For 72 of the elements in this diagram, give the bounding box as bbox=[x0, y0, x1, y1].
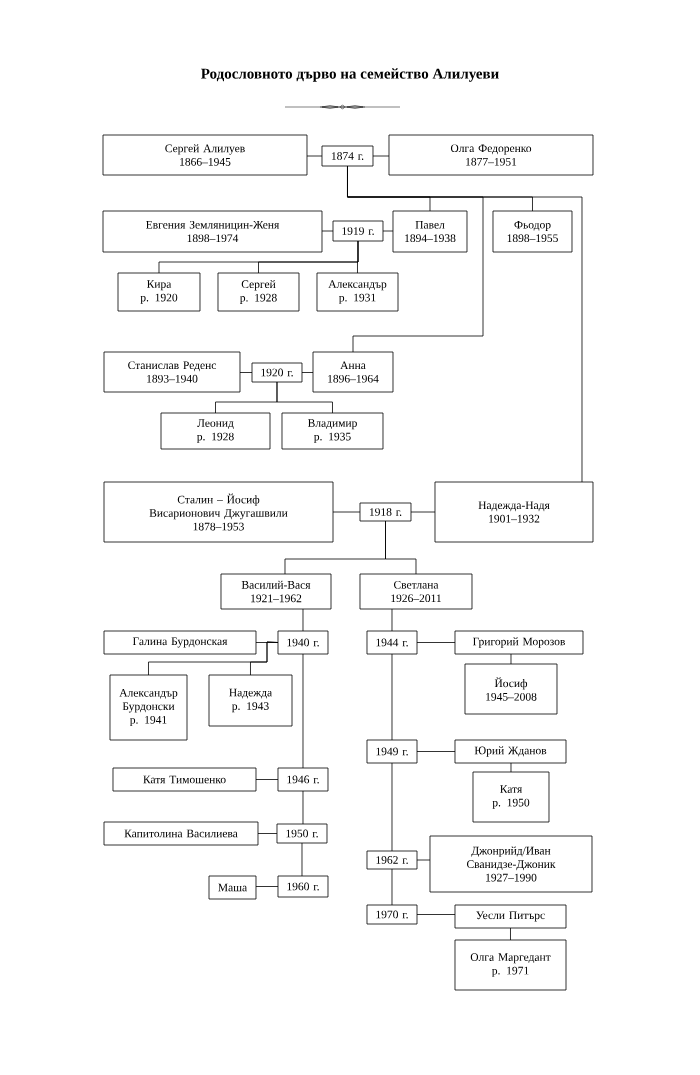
person-box: Галина Бурдонская bbox=[103, 630, 257, 655]
person-box: Юрий Жданов bbox=[454, 739, 567, 764]
person-box: Евгения Земляницин-Женя 1898–1974 bbox=[102, 210, 323, 253]
connector-line bbox=[301, 842, 303, 877]
person-box: Станислав Реденс 1893–1940 bbox=[103, 351, 241, 393]
person-box: Надежда-Надя 1901–1932 bbox=[434, 481, 594, 543]
person-box: Катя р. 1950 bbox=[472, 771, 550, 823]
person-box: Анна 1896–1964 bbox=[312, 351, 394, 393]
connector-line bbox=[302, 790, 304, 825]
connector-line bbox=[391, 653, 393, 741]
person-box: Маша bbox=[208, 875, 257, 900]
connector-line bbox=[416, 859, 431, 861]
person-box: Надежда р. 1943 bbox=[208, 674, 293, 727]
connector-line bbox=[410, 511, 436, 513]
connector-line bbox=[510, 653, 512, 665]
year-box: 1950 г. bbox=[276, 823, 328, 844]
person-box: Александър Бурдонски р. 1941 bbox=[109, 674, 188, 741]
connector-line bbox=[255, 886, 279, 887]
person-box: Капитолина Василиева bbox=[103, 821, 259, 846]
person-box: Олга Федоренко 1877–1951 bbox=[388, 134, 594, 176]
person-box: 1940 г. bbox=[277, 630, 329, 655]
connector-line bbox=[416, 914, 456, 915]
person-box: Кира р. 1920 bbox=[117, 272, 201, 312]
person-box: Павел 1894–1938 bbox=[392, 210, 468, 253]
year-box: 1918 г. bbox=[359, 502, 412, 522]
connector-line bbox=[510, 927, 511, 941]
person-box: Уесли Питърс bbox=[454, 904, 567, 929]
year-box: 1970 г. bbox=[366, 904, 418, 925]
connector-line bbox=[510, 762, 512, 773]
connector-line bbox=[385, 520, 417, 575]
connector-line bbox=[372, 155, 390, 157]
person-box: Катя Тимошенко bbox=[112, 767, 257, 792]
person-box: 1949 г. bbox=[366, 739, 418, 764]
connector-line bbox=[382, 230, 394, 232]
person-box: Василий-Вася 1921–1962 bbox=[220, 573, 332, 610]
person-box: Александър р. 1931 bbox=[316, 272, 399, 312]
person-box: Фьодор 1898–1955 bbox=[492, 210, 573, 253]
connector-line bbox=[391, 868, 393, 906]
connector-line bbox=[250, 641, 279, 676]
person-box: Сталин – Йосиф Висарионович Джугашвили 1878–1953 bbox=[103, 481, 334, 543]
year-box: 1920 г. bbox=[251, 362, 303, 383]
connector-line bbox=[321, 230, 334, 232]
person-box: Йосиф 1945–2008 bbox=[464, 663, 558, 715]
connector-line bbox=[332, 511, 361, 513]
connector-line bbox=[301, 372, 314, 373]
person-box: Светлана 1926–2011 bbox=[359, 573, 473, 610]
connector-line bbox=[306, 155, 323, 157]
connector-line bbox=[302, 608, 304, 632]
year-box: 1962 г. bbox=[366, 850, 418, 870]
title: Родословното дърво на семейство Алилуеви bbox=[201, 68, 499, 82]
person-box: Леонид р. 1928 bbox=[160, 412, 271, 450]
connector-line bbox=[257, 833, 278, 834]
connector-line bbox=[276, 381, 333, 414]
connector-line bbox=[255, 779, 279, 780]
connector-line bbox=[416, 751, 456, 752]
person-box: Владимир р. 1935 bbox=[281, 412, 384, 450]
connector-line bbox=[416, 642, 456, 643]
connector-line bbox=[302, 653, 304, 769]
connector-line bbox=[239, 372, 253, 373]
person-box: Григорий Морозов bbox=[454, 630, 584, 655]
person-box: 1944 г. bbox=[366, 630, 418, 655]
year-box: 1919 г. bbox=[332, 220, 384, 242]
connector-line bbox=[357, 240, 359, 274]
year-box: 1960 г. bbox=[277, 875, 329, 898]
connector-line bbox=[391, 608, 393, 632]
connector-line bbox=[391, 762, 393, 852]
person-box: Сергей Алилуев 1866–1945 bbox=[102, 134, 308, 176]
year-box: 1874 г. bbox=[321, 145, 374, 167]
person-box: Олга Маргедант р. 1971 bbox=[454, 939, 567, 991]
person-box: Сергей р. 1928 bbox=[217, 272, 300, 312]
person-box: Джонрийд/Иван Сванидзе-Джоник 1927–1990 bbox=[429, 835, 593, 893]
person-box: 1946 г. bbox=[277, 767, 329, 792]
